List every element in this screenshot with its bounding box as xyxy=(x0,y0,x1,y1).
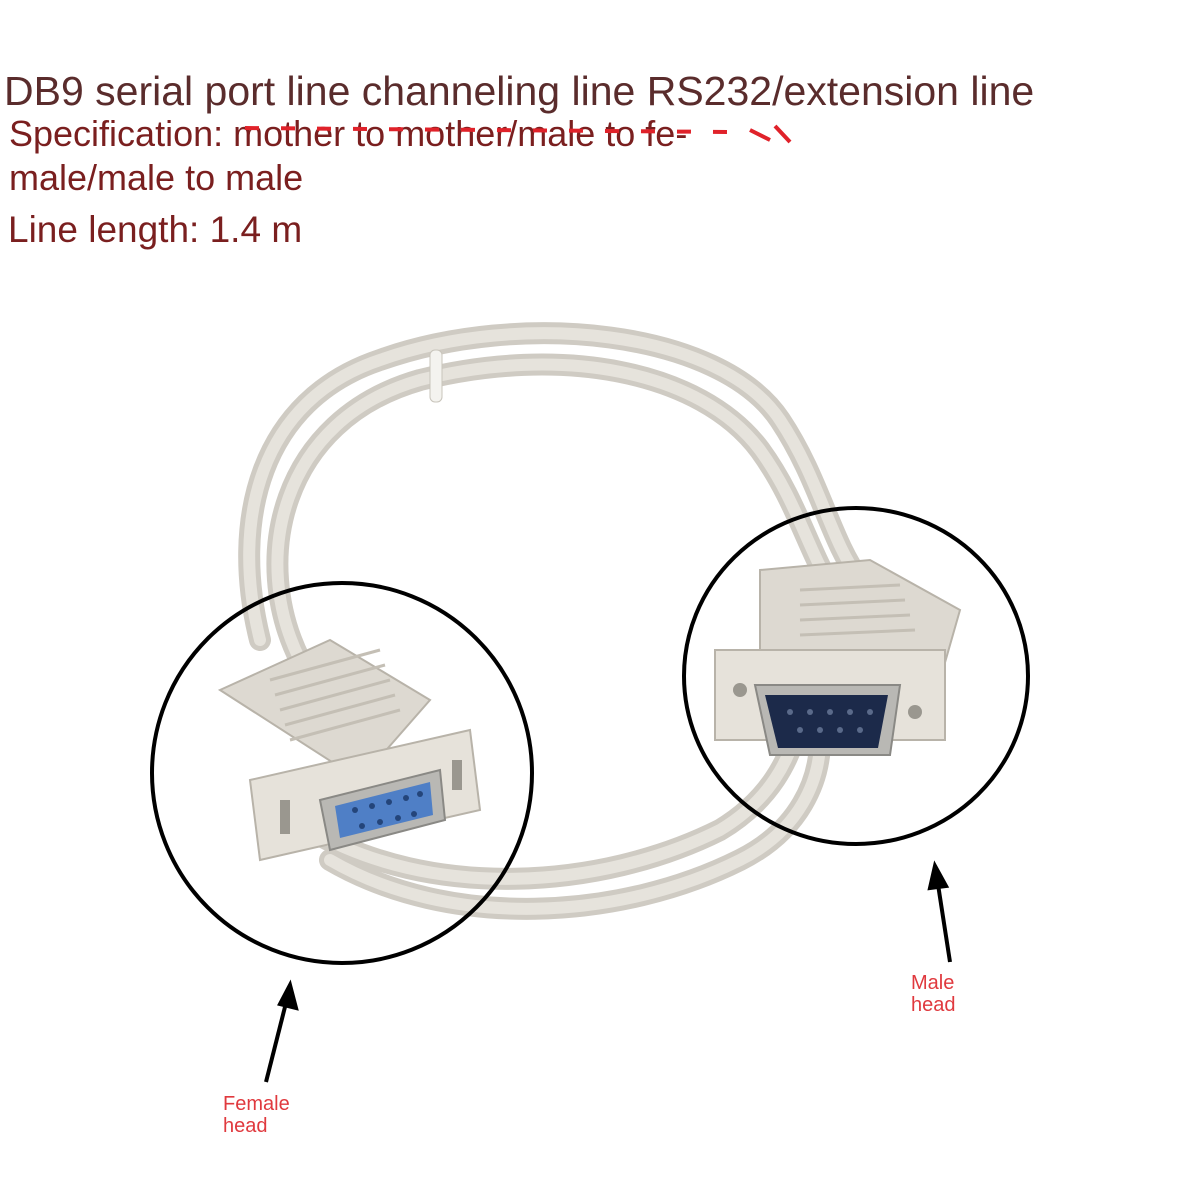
male-head-label: Male head xyxy=(911,972,956,1016)
arrow-icon xyxy=(264,979,299,1083)
female-head-label: Female head xyxy=(223,1093,290,1137)
product-title: DB9 serial port line channeling line RS2… xyxy=(4,68,1035,114)
specification-text: Specification: mother to mother/male to … xyxy=(9,113,688,198)
female-connector xyxy=(217,638,482,862)
line-length-text: Line length: 1.4 m xyxy=(8,209,303,250)
cable-tie xyxy=(429,349,443,403)
cable-coil xyxy=(238,322,871,920)
male-highlight-circle xyxy=(682,506,1030,846)
male-connector xyxy=(714,558,962,756)
dash-decoration xyxy=(244,124,792,144)
arrow-icon xyxy=(927,860,952,963)
female-highlight-circle xyxy=(150,581,534,965)
